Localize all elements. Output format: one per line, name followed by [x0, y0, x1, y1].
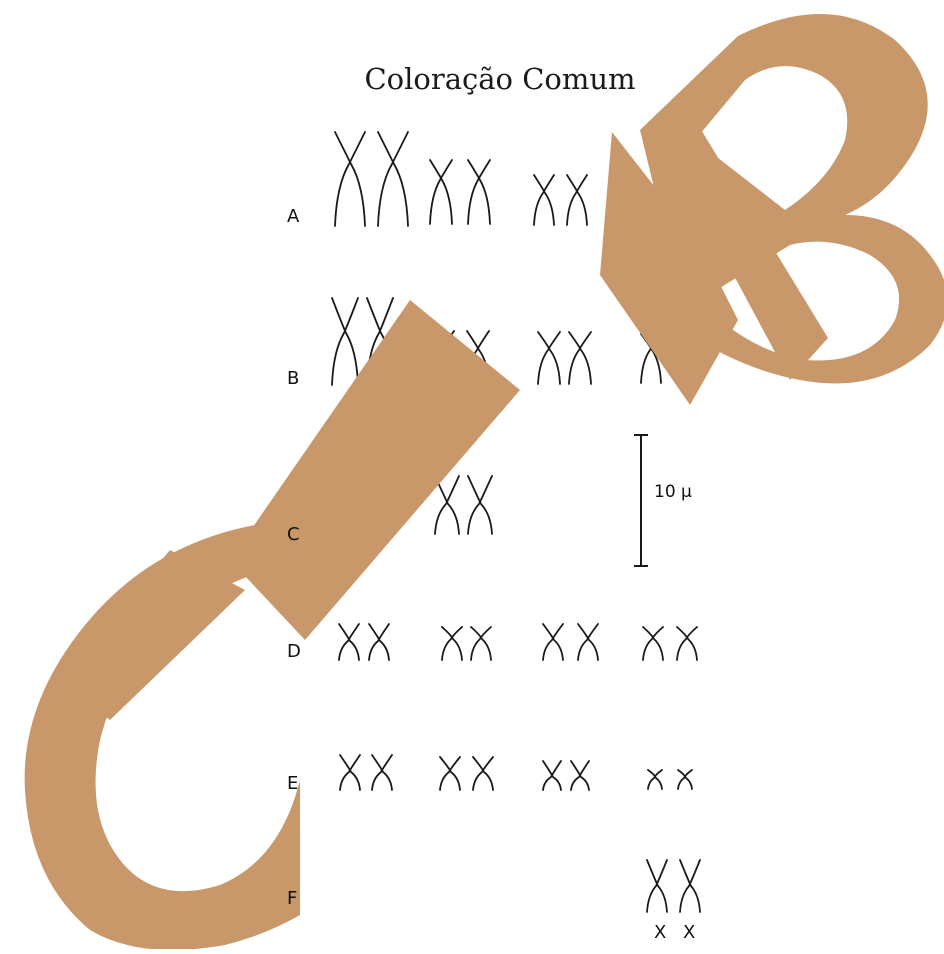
chromosome-d4-1	[642, 626, 664, 661]
watermark-letter-j	[600, 132, 738, 405]
row-label-b: B	[287, 368, 300, 389]
chromosome-f1-2	[679, 859, 701, 913]
chromosome-b3-1	[537, 331, 561, 385]
chromosome-a3-2	[566, 174, 588, 226]
chromosome-c2-1	[434, 475, 460, 535]
sex-chromosome-label-2: X	[683, 922, 696, 943]
row-label-a: A	[287, 206, 300, 227]
watermark-logo	[24, 14, 944, 950]
row-label-c: C	[287, 524, 300, 545]
watermark-letter-c	[24, 525, 301, 950]
row-label-d: D	[287, 641, 301, 662]
chromosome-d3-2	[577, 623, 599, 661]
chromosome-e3-2	[570, 760, 590, 791]
chromosome-e1-2	[371, 754, 393, 791]
figure-title: Coloração Comum	[364, 62, 636, 96]
chromosome-b1-1	[331, 297, 359, 386]
chromosome-d1-2	[368, 623, 390, 661]
chromosome-a2-2	[467, 159, 491, 225]
chromosome-d4-2	[676, 626, 698, 661]
chromosome-d3-1	[542, 623, 564, 661]
watermark-letter-b-stem	[660, 128, 828, 380]
chromosome-e4-1	[647, 769, 663, 790]
chromosome-b3-2	[568, 331, 592, 385]
row-label-f: F	[287, 888, 298, 909]
chromosome-c2-2	[467, 475, 493, 535]
chromosome-e2-1	[439, 756, 461, 791]
watermark-letter-c-accent	[60, 550, 245, 720]
chromosome-e2-2	[472, 756, 494, 791]
chromosome-a3-1	[533, 174, 555, 226]
chromosome-e3-1	[542, 760, 562, 791]
scale-bar	[634, 434, 648, 567]
watermark-letter-b	[640, 14, 944, 384]
chromosome-a2-1	[429, 159, 453, 225]
chromosome-d2-1	[441, 626, 463, 661]
sex-chromosome-label-1: X	[654, 922, 667, 943]
chromosome-e1-1	[339, 754, 361, 791]
chromosome-e4-2	[677, 769, 693, 790]
watermark-letter-j-stem	[230, 300, 520, 640]
chromosome-f1-1	[646, 859, 668, 913]
row-label-e: E	[287, 773, 299, 794]
chromosome-d1-1	[338, 623, 360, 661]
chromosome-a1-1	[334, 131, 366, 227]
chromosome-a1-2	[377, 131, 409, 227]
scale-bar-label: 10 μ	[654, 482, 692, 502]
chromosome-d2-2	[470, 626, 492, 661]
